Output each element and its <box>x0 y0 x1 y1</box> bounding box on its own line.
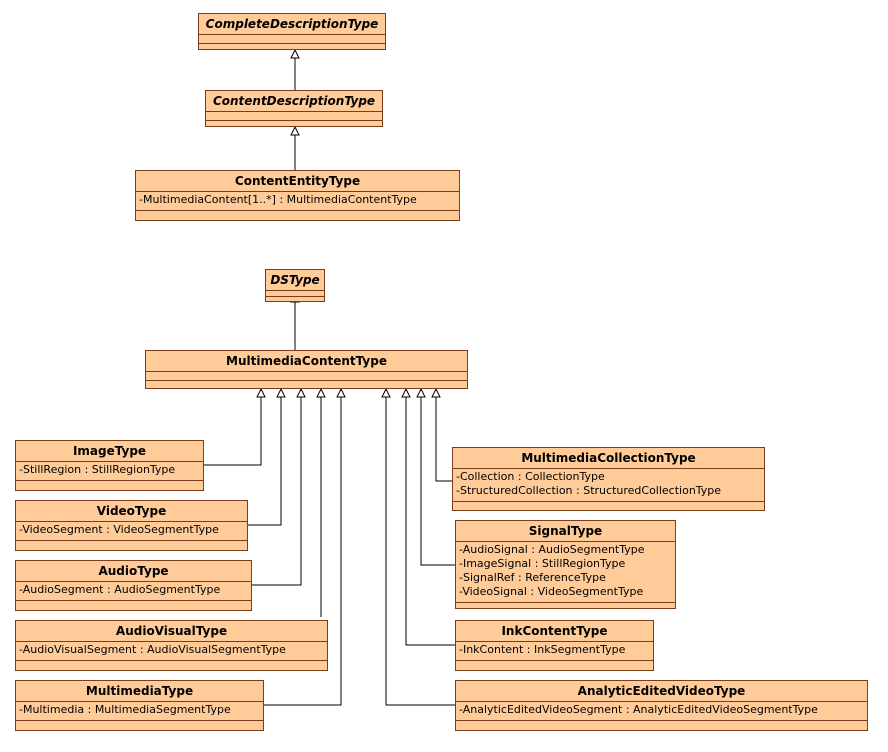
attribute: -AudioSegment : AudioSegmentType <box>19 583 221 596</box>
generalization-arrowhead <box>256 387 266 398</box>
class-name: InkContentType <box>501 624 608 638</box>
class-name: AudioType <box>98 564 169 578</box>
class-multimedia-collection-type[interactable]: MultimediaCollectionType -Collection : C… <box>452 447 765 511</box>
generalization-arrowhead <box>336 387 346 398</box>
attribute: -VideoSegment : VideoSegmentType <box>19 523 219 536</box>
edge-ink-to-multimedia-content <box>405 397 455 646</box>
edge-multimedia-to-multimedia-content <box>263 397 342 706</box>
class-audio-type[interactable]: AudioType -AudioSegment : AudioSegmentTy… <box>15 560 252 611</box>
class-name: AnalyticEditedVideoType <box>577 684 746 698</box>
class-analytic-edited-video-type[interactable]: AnalyticEditedVideoType -AnalyticEditedV… <box>455 680 868 731</box>
class-image-type[interactable]: ImageType -StillRegion : StillRegionType <box>15 440 204 491</box>
attribute: -SignalRef : ReferenceType <box>459 571 606 584</box>
edge-analytic-to-multimedia-content <box>385 397 455 706</box>
attribute: -InkContent : InkSegmentType <box>459 643 626 656</box>
attribute: -AudioVisualSegment : AudioVisualSegment… <box>19 643 286 656</box>
attribute: -MultimediaContent[1..*] : MultimediaCon… <box>139 193 417 206</box>
class-name: CompleteDescriptionType <box>205 17 379 31</box>
class-multimedia-type[interactable]: MultimediaType -Multimedia : MultimediaS… <box>15 680 264 731</box>
class-ink-content-type[interactable]: InkContentType -InkContent : InkSegmentT… <box>455 620 654 671</box>
generalization-arrowhead <box>401 387 411 398</box>
attribute: -StructuredCollection : StructuredCollec… <box>456 484 722 497</box>
class-content-description-type[interactable]: ContentDescriptionType <box>205 90 383 127</box>
edge-signal-to-multimedia-content <box>420 397 455 566</box>
class-multimedia-content-type[interactable]: MultimediaContentType <box>145 350 468 389</box>
edge-video-to-multimedia-content <box>247 397 282 526</box>
class-video-type[interactable]: VideoType -VideoSegment : VideoSegmentTy… <box>15 500 248 551</box>
class-content-entity-type[interactable]: ContentEntityType -MultimediaContent[1..… <box>135 170 460 221</box>
class-name: ImageType <box>72 444 147 458</box>
generalization-arrowhead <box>290 48 300 59</box>
attribute: -ImageSignal : StillRegionType <box>459 557 626 570</box>
class-name: DSType <box>270 273 320 287</box>
class-name: MultimediaContentType <box>226 354 387 368</box>
class-name: AudioVisualType <box>115 624 228 638</box>
class-name: ContentEntityType <box>234 174 361 188</box>
generalization-arrowhead <box>290 125 300 136</box>
class-name: ContentDescriptionType <box>212 94 376 108</box>
attribute: -AudioSignal : AudioSegmentType <box>459 543 645 556</box>
edge-image-to-multimedia-content <box>203 397 262 466</box>
class-complete-description-type[interactable]: CompleteDescriptionType <box>198 13 386 50</box>
edge-audio-to-multimedia-content <box>251 397 302 586</box>
generalization-arrowhead <box>276 387 286 398</box>
generalization-arrowhead <box>316 387 326 398</box>
generalization-arrowhead <box>381 387 391 398</box>
attribute: -Collection : CollectionType <box>456 470 605 483</box>
attribute: -Multimedia : MultimediaSegmentType <box>19 703 231 716</box>
generalization-arrowhead <box>431 387 441 398</box>
class-ds-type[interactable]: DSType <box>265 269 325 302</box>
generalization-arrowhead <box>296 387 306 398</box>
class-signal-type[interactable]: SignalType -AudioSignal : AudioSegmentTy… <box>455 520 676 609</box>
generalization-arrowhead <box>416 387 426 398</box>
attribute: -AnalyticEditedVideoSegment : AnalyticEd… <box>459 703 818 716</box>
class-name: MultimediaCollectionType <box>521 451 696 465</box>
class-name: MultimediaType <box>85 684 194 698</box>
edge-collection-to-multimedia-content <box>435 397 452 482</box>
class-name: VideoType <box>96 504 167 518</box>
attribute: -VideoSignal : VideoSegmentType <box>459 585 644 598</box>
class-name: SignalType <box>528 524 603 538</box>
attribute: -StillRegion : StillRegionType <box>19 463 176 476</box>
class-audiovisual-type[interactable]: AudioVisualType -AudioVisualSegment : Au… <box>15 620 328 671</box>
